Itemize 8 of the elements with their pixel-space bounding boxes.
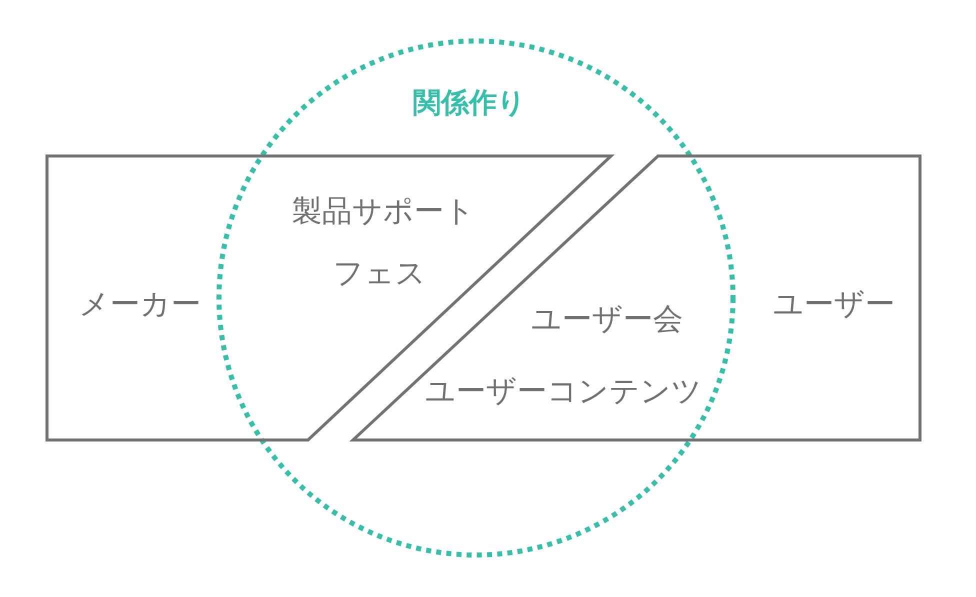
circle-title: 関係作り — [413, 89, 526, 117]
item-label: フェス — [333, 259, 426, 289]
item-label: ユーザーコンテンツ — [425, 377, 702, 407]
box-title: メーカー — [79, 290, 201, 320]
dotted-circle — [216, 38, 736, 558]
box-title: ユーザー — [773, 290, 895, 320]
item-label: 製品サポート — [292, 197, 475, 227]
item-label: ユーザー会 — [531, 305, 683, 335]
